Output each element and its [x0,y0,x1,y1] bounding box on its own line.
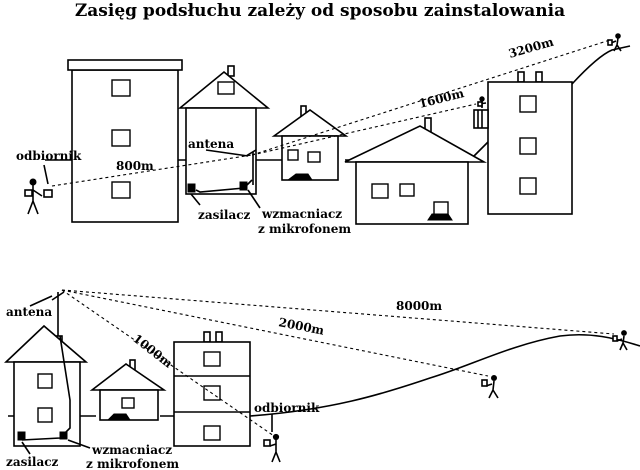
top-amplifier-label-line2: z mikrofonem [258,222,351,236]
bottom-amplifier-icon [59,431,68,440]
bottom-amplifier-label-line1: wzmacniacz [91,443,172,457]
top-wide-house [344,117,488,225]
top-receiver-person-icon [24,178,53,215]
top-range-line-near [51,154,253,187]
top-small-house [271,105,349,181]
top-power-supply-icon [187,183,196,193]
diagram-title: Zasięg podsłuchu zależy od sposobu zains… [75,1,565,21]
bottom-amplifier-label-line2: z mikrofonem [86,457,179,470]
top-range-label-far: 3200m [507,35,555,61]
bottom-hill-person-mid-icon [481,375,499,399]
top-antenna-arrow [205,149,249,157]
top-power-supply-arrow [190,193,201,206]
top-hill-person-icon [607,33,622,52]
bottom-power-supply-label: zasilacz [6,455,59,469]
top-right-block [473,71,573,215]
top-house-antenna [177,65,271,195]
bottom-range-line-near [61,289,275,437]
bottom-receiver-person-icon [263,433,281,463]
bottom-range-label-near: 1000m [130,331,175,371]
top-amplifier-arrow [247,189,261,209]
top-receiver-arrow [43,164,49,185]
bottom-antenna-label: antena [6,305,52,319]
top-range-label-near: 800m [116,159,154,173]
bottom-hill-person-far-icon [612,330,628,351]
bottom-power-supply-arrow [21,441,31,455]
top-amplifier-icon [239,181,248,191]
bottom-scene: antena odbiornik zasilacz wzmacniacz z m… [3,289,640,470]
top-range-label-mid: 1600m [417,86,465,111]
top-tall-block [67,59,183,223]
bottom-tall-block [173,331,251,447]
bottom-amplifier-arrow [67,439,91,449]
top-power-supply-label: zasilacz [198,208,251,222]
bottom-range-label-mid: 2000m [277,315,325,338]
bottom-antenna-arrow [29,295,53,307]
top-amplifier-label-line1: wzmacniacz [261,207,342,221]
top-range-line-far [251,39,611,156]
bottom-small-house [89,359,167,421]
bottom-range-line-mid [61,289,489,377]
bottom-range-line-far [61,289,615,335]
top-scene: odbiornik antena zasilacz wzmacniacz z m… [16,33,631,236]
bottom-ground-line [8,333,640,417]
top-receiver-label: odbiornik [16,149,82,163]
bottom-receiver-label: odbiornik [254,401,320,415]
bottom-power-supply-icon [17,431,26,441]
top-range-line-mid [251,103,477,156]
top-antenna-label: antena [188,137,234,151]
bottom-range-label-far: 8000m [396,299,442,313]
